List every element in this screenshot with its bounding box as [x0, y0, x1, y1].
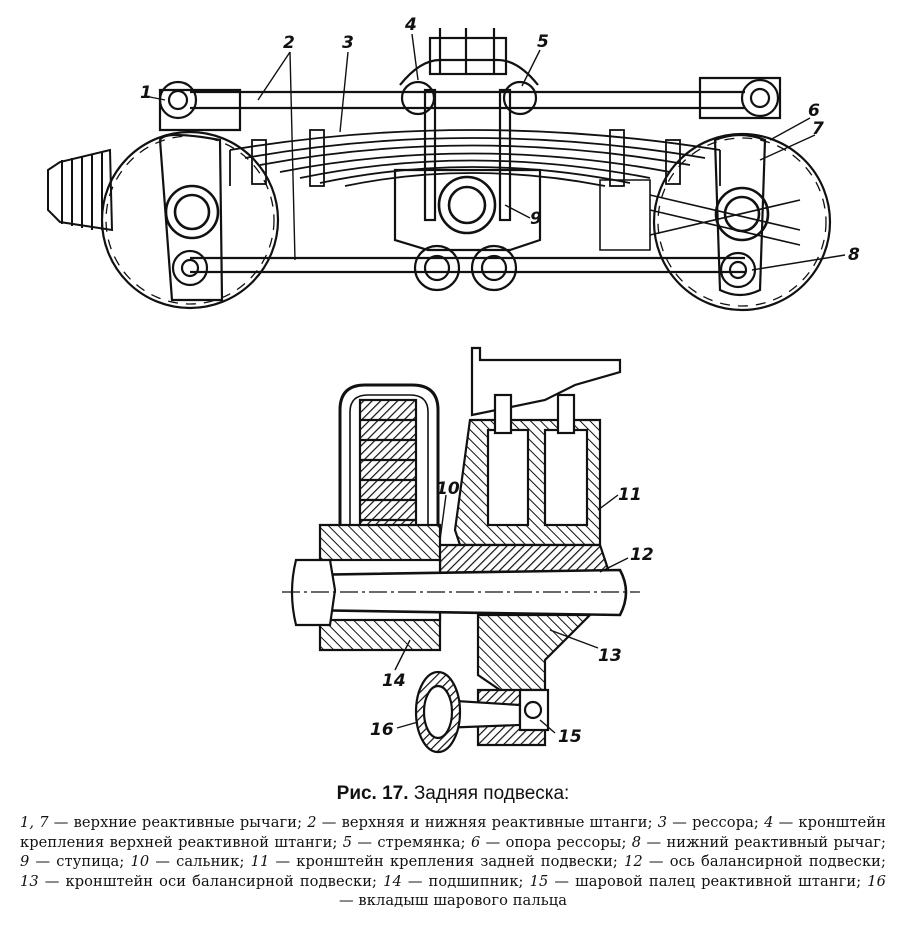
legend-number: 9: [20, 853, 30, 871]
leader-lines: [144, 33, 846, 271]
legend-item: 6 — опора рессоры;: [470, 833, 627, 851]
legend-item: 4 — кронштейн крепления верхней реактивн…: [20, 814, 887, 851]
callout-10: 10: [436, 479, 460, 499]
legend-text: сальник;: [176, 853, 245, 871]
legend-text: верхняя и нижняя реактивные штанги;: [341, 814, 653, 831]
right-reaction-levers: [698, 76, 782, 297]
figure-legend: 1, 7 — верхние реактивные рычаги; 2 — ве…: [20, 813, 886, 911]
legend-item: 10 — сальник;: [130, 853, 245, 871]
legend-item: 15 — шаровой палец реактивной штанги;: [529, 872, 862, 890]
legend-number: 12: [624, 853, 643, 871]
legend-item: 14 — подшипник;: [383, 872, 524, 890]
left-reaction-levers: [158, 80, 242, 302]
callout-15: 15: [558, 727, 582, 747]
legend-text: нижний реактивный рычаг;: [666, 833, 887, 851]
callout-16: 16: [370, 720, 394, 740]
legend-number: 13: [20, 872, 39, 890]
callout-13: 13: [598, 646, 622, 666]
suspension-drawing: 1 2 3 4 5 6 7 8 9 10 11 12 13 14 15 16: [47, 15, 860, 754]
legend-text: вкладыш шарового пальца: [358, 892, 568, 910]
callout-4: 4: [404, 15, 417, 35]
callout-9: 9: [530, 209, 542, 229]
legend-number: 14: [383, 872, 402, 890]
legend-number: 16: [867, 872, 887, 890]
figure-caption: Рис. 17. Задняя подвеска:: [0, 783, 906, 805]
legend-item: 2 — верхняя и нижняя реактивные штанги;: [307, 814, 653, 831]
right-axle-housing: [599, 179, 801, 251]
legend-item: 11 — кронштейн крепления задней подвески…: [250, 853, 618, 871]
legend-number: 3: [657, 814, 668, 831]
drive-shaft-boot: [47, 148, 114, 232]
legend-text: кронштейн крепления задней подвески;: [296, 853, 618, 871]
legend-item: 12 — ось балансирной подвески;: [624, 853, 887, 871]
legend-number: 5: [342, 833, 353, 851]
legend-number: 15: [529, 872, 549, 890]
legend-number: 4: [764, 814, 774, 831]
callout-14: 14: [382, 671, 406, 691]
balance-axle-section: [282, 346, 640, 754]
legend-text: рессора;: [692, 814, 759, 831]
legend-text: кронштейн крепления верхней реактивной ш…: [20, 814, 887, 851]
legend-number: 1, 7: [20, 814, 49, 831]
center-bracket: [393, 28, 542, 292]
lower-reaction-rod: [190, 256, 745, 274]
callout-12: 12: [630, 545, 654, 565]
callout-6: 6: [808, 101, 820, 121]
legend-text: стремянка;: [377, 833, 466, 851]
callout-8: 8: [848, 245, 860, 265]
callout-11: 11: [618, 485, 642, 505]
legend-item: 5 — стремянка;: [342, 833, 466, 851]
figure-number: Рис. 17.: [336, 783, 409, 804]
callout-2: 2: [283, 33, 295, 53]
legend-text: подшипник;: [428, 872, 524, 890]
callout-1: 1: [140, 83, 152, 103]
legend-text: ось балансирной подвески;: [669, 853, 887, 871]
suspension-side-view: [47, 28, 846, 312]
leaf-spring: [229, 129, 721, 187]
figure-title: Задняя подвеска:: [413, 783, 570, 804]
legend-item: 9 — ступица;: [20, 853, 125, 871]
legend-item: 13 — кронштейн оси балансирной подвески;: [20, 872, 378, 890]
legend-text: кронштейн оси балансирной подвески;: [65, 872, 378, 890]
legend-text: ступица;: [56, 853, 125, 871]
legend-text: верхние реактивные рычаги;: [73, 814, 303, 831]
upper-reaction-rod: [190, 90, 745, 110]
callout-5: 5: [537, 32, 549, 52]
legend-text: опора рессоры;: [505, 833, 627, 851]
legend-item: 8 — нижний реактивный рычаг;: [631, 833, 887, 851]
legend-text: шаровой палец реактивной штанги;: [575, 872, 862, 890]
legend-number: 2: [307, 814, 317, 831]
callouts: 1 2 3 4 5 6 7 8 9 10 11 12 13 14 15 16: [140, 15, 860, 747]
legend-number: 8: [631, 833, 642, 851]
legend-number: 10: [130, 853, 150, 871]
legend-item: 3 — рессора;: [657, 814, 759, 831]
callout-7: 7: [812, 119, 824, 139]
legend-number: 6: [470, 833, 481, 851]
legend-item: 16 — вкладыш шарового пальца: [338, 872, 887, 910]
legend-item: 1, 7 — верхние реактивные рычаги;: [20, 814, 303, 831]
legend-number: 11: [250, 853, 270, 871]
callout-3: 3: [342, 33, 354, 53]
